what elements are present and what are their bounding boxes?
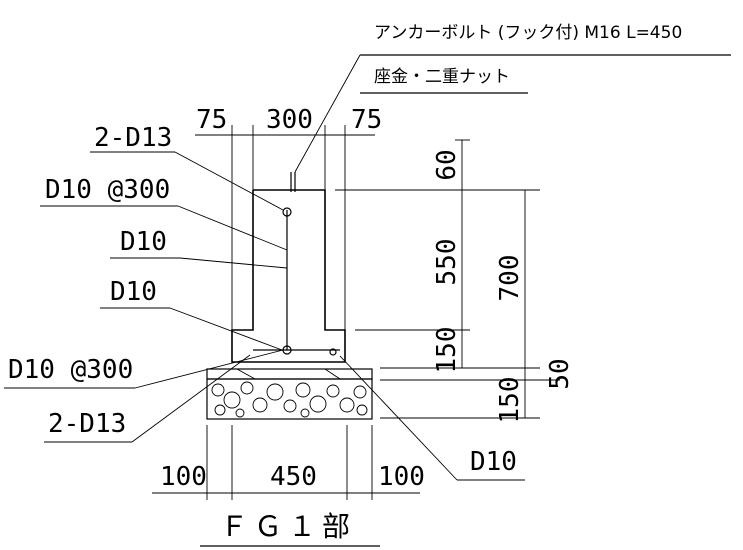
dim-150-bottom: 150 <box>495 377 525 424</box>
dim-bottom-middle: 450 <box>270 462 317 492</box>
svg-text:D10: D10 <box>120 227 167 257</box>
svg-text:2-D13: 2-D13 <box>48 409 126 439</box>
dim-top-right: 75 <box>351 105 382 135</box>
dim-150: 150 <box>432 327 462 374</box>
dim-top-middle: 300 <box>266 105 313 135</box>
rebar-label-top-main: 2-D13 <box>90 123 284 211</box>
dim-top-left: 75 <box>196 105 227 135</box>
dim-bottom-right: 100 <box>378 462 425 492</box>
rebar-label-stirrup: D10 @300 <box>40 175 288 251</box>
washer-note: 座金・二重ナット <box>374 67 510 87</box>
lean-concrete <box>206 368 373 420</box>
dim-bottom-left: 100 <box>160 462 207 492</box>
svg-text:D10: D10 <box>470 447 517 477</box>
dim-700: 700 <box>495 255 525 302</box>
svg-text:D10 @300: D10 @300 <box>45 175 170 205</box>
top-dimension: 75 300 75 <box>195 105 382 330</box>
rebar-label-footing: D10 @300 <box>4 349 284 389</box>
svg-text:D10 @300: D10 @300 <box>8 355 133 385</box>
dim-50: 50 <box>545 358 575 389</box>
dim-60: 60 <box>432 149 462 180</box>
anchor-leader <box>294 54 361 173</box>
anchor-bolt-note: アンカーボルト (フック付) M16 L=450 <box>374 23 682 43</box>
svg-text:2-D13: 2-D13 <box>94 123 172 153</box>
svg-text:D10: D10 <box>110 277 157 307</box>
concrete-section <box>231 172 346 363</box>
dim-550: 550 <box>432 239 462 286</box>
drawing-title: ＦＧ１部 <box>220 510 356 543</box>
bottom-dimension: 100 450 100 <box>152 425 425 500</box>
rebar-label-bottom-right: D10 <box>339 355 525 481</box>
right-dimensions: 60 550 150 700 50 150 <box>335 139 575 424</box>
rebar-label-bottom-main: 2-D13 <box>44 354 251 443</box>
rebar-label-haunch: D10 <box>100 277 283 351</box>
rebar-label-web: D10 <box>110 227 288 269</box>
